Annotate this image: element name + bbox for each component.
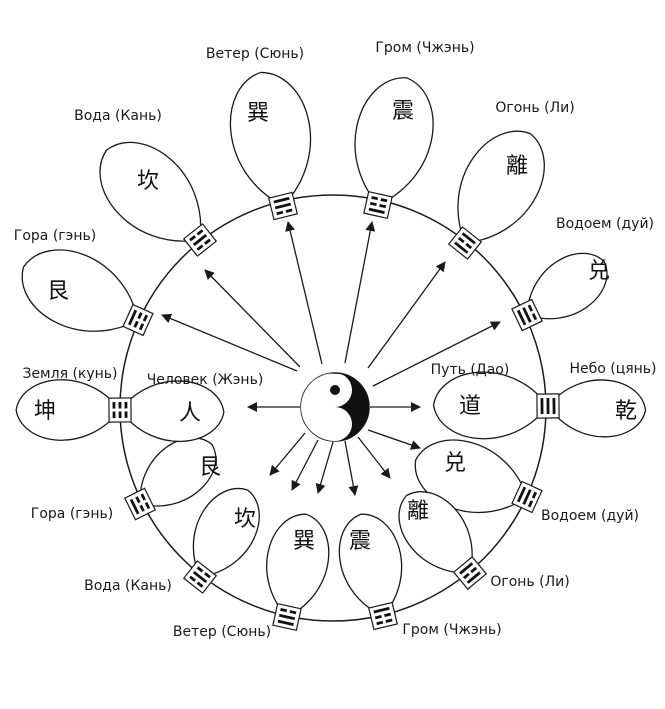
- petal-glyph: 離: [506, 154, 528, 179]
- petal-label: Гром (Чжэнь): [375, 40, 474, 56]
- petal-glyph: 離: [407, 499, 429, 524]
- petal-glyph: 艮: [47, 279, 69, 304]
- outer-petal: [457, 130, 545, 244]
- petal-glyph: 乾: [615, 399, 637, 424]
- petal-label: Небо (цянь): [569, 361, 656, 377]
- trigram-box: [452, 556, 488, 590]
- petal-glyph: 震: [392, 99, 414, 124]
- outer-petal: [414, 439, 528, 514]
- inner-glyph: 人: [179, 401, 201, 426]
- arrow: [372, 321, 501, 387]
- inner-glyph: 道: [459, 394, 481, 419]
- trigram-box: [182, 560, 218, 594]
- petal-label: Вода (Кань): [74, 108, 162, 124]
- outer-petal: [21, 249, 139, 332]
- outer-petal: [526, 252, 608, 320]
- arrow: [344, 440, 359, 496]
- petal-glyph: 坎: [234, 507, 256, 532]
- petal-glyph: 巽: [247, 101, 269, 126]
- petal-glyph: 巽: [293, 529, 315, 554]
- arrow: [285, 221, 323, 365]
- petal-label: Ветер (Сюнь): [206, 46, 304, 62]
- trigram-box: [122, 303, 154, 337]
- petal-label: Водоем (дуй): [541, 508, 639, 524]
- trigram-box: [124, 487, 156, 521]
- arrow: [161, 313, 298, 372]
- arrow: [344, 221, 376, 364]
- petal-label: Гром (Чжэнь): [402, 622, 501, 638]
- petal-label: Гора (гэнь): [14, 228, 96, 244]
- arrow: [367, 429, 421, 450]
- inner-petal: [432, 371, 549, 440]
- outer-petal: [15, 379, 121, 441]
- petal-glyph: 兑: [444, 451, 466, 476]
- petal-glyph: 兑: [588, 259, 610, 284]
- outer-petal: [338, 513, 403, 617]
- trigram-box: [182, 223, 218, 257]
- arrow: [269, 432, 306, 476]
- arrow: [204, 269, 301, 368]
- petal-glyph: 坎: [137, 169, 159, 194]
- yin-yang-icon: [300, 372, 370, 442]
- petal-label: Огонь (Ли): [495, 100, 574, 116]
- petal-glyph: 艮: [199, 455, 221, 480]
- arrow: [367, 261, 446, 369]
- petal-label: Земля (кунь): [22, 366, 117, 382]
- trigram-box: [368, 601, 398, 631]
- petal-glyph: 坤: [34, 399, 56, 424]
- outer-petal: [547, 379, 647, 438]
- outer-petal: [398, 491, 473, 574]
- trigram-box: [536, 393, 560, 419]
- trigram-box: [511, 480, 543, 514]
- petal-label: Ветер (Сюнь): [173, 624, 271, 640]
- trigram-box: [447, 226, 483, 260]
- inner-petal: [119, 380, 225, 443]
- outer-petal: [192, 487, 260, 578]
- inner-label: Человек (Жэнь): [147, 372, 264, 388]
- petal-label: Вода (Кань): [84, 578, 172, 594]
- petal-glyph: 震: [349, 529, 371, 554]
- trigram-box: [267, 191, 299, 221]
- outer-petal: [99, 141, 202, 242]
- outer-petal: [266, 513, 330, 618]
- arrow: [315, 441, 334, 494]
- trigram-box: [363, 190, 393, 220]
- petal-label: Водоем (дуй): [556, 216, 654, 232]
- arrow: [291, 439, 319, 491]
- inner-label: Путь (Дао): [431, 362, 510, 378]
- outer-petal: [139, 437, 217, 507]
- petal-label: Гора (гэнь): [31, 506, 113, 522]
- trigram-box: [108, 397, 132, 423]
- petal-label: Огонь (Ли): [490, 574, 569, 590]
- trigram-box: [511, 298, 543, 332]
- outer-petal: [229, 71, 312, 207]
- trigram-box: [272, 602, 302, 632]
- outer-petal: [354, 77, 434, 206]
- arrow: [357, 436, 391, 479]
